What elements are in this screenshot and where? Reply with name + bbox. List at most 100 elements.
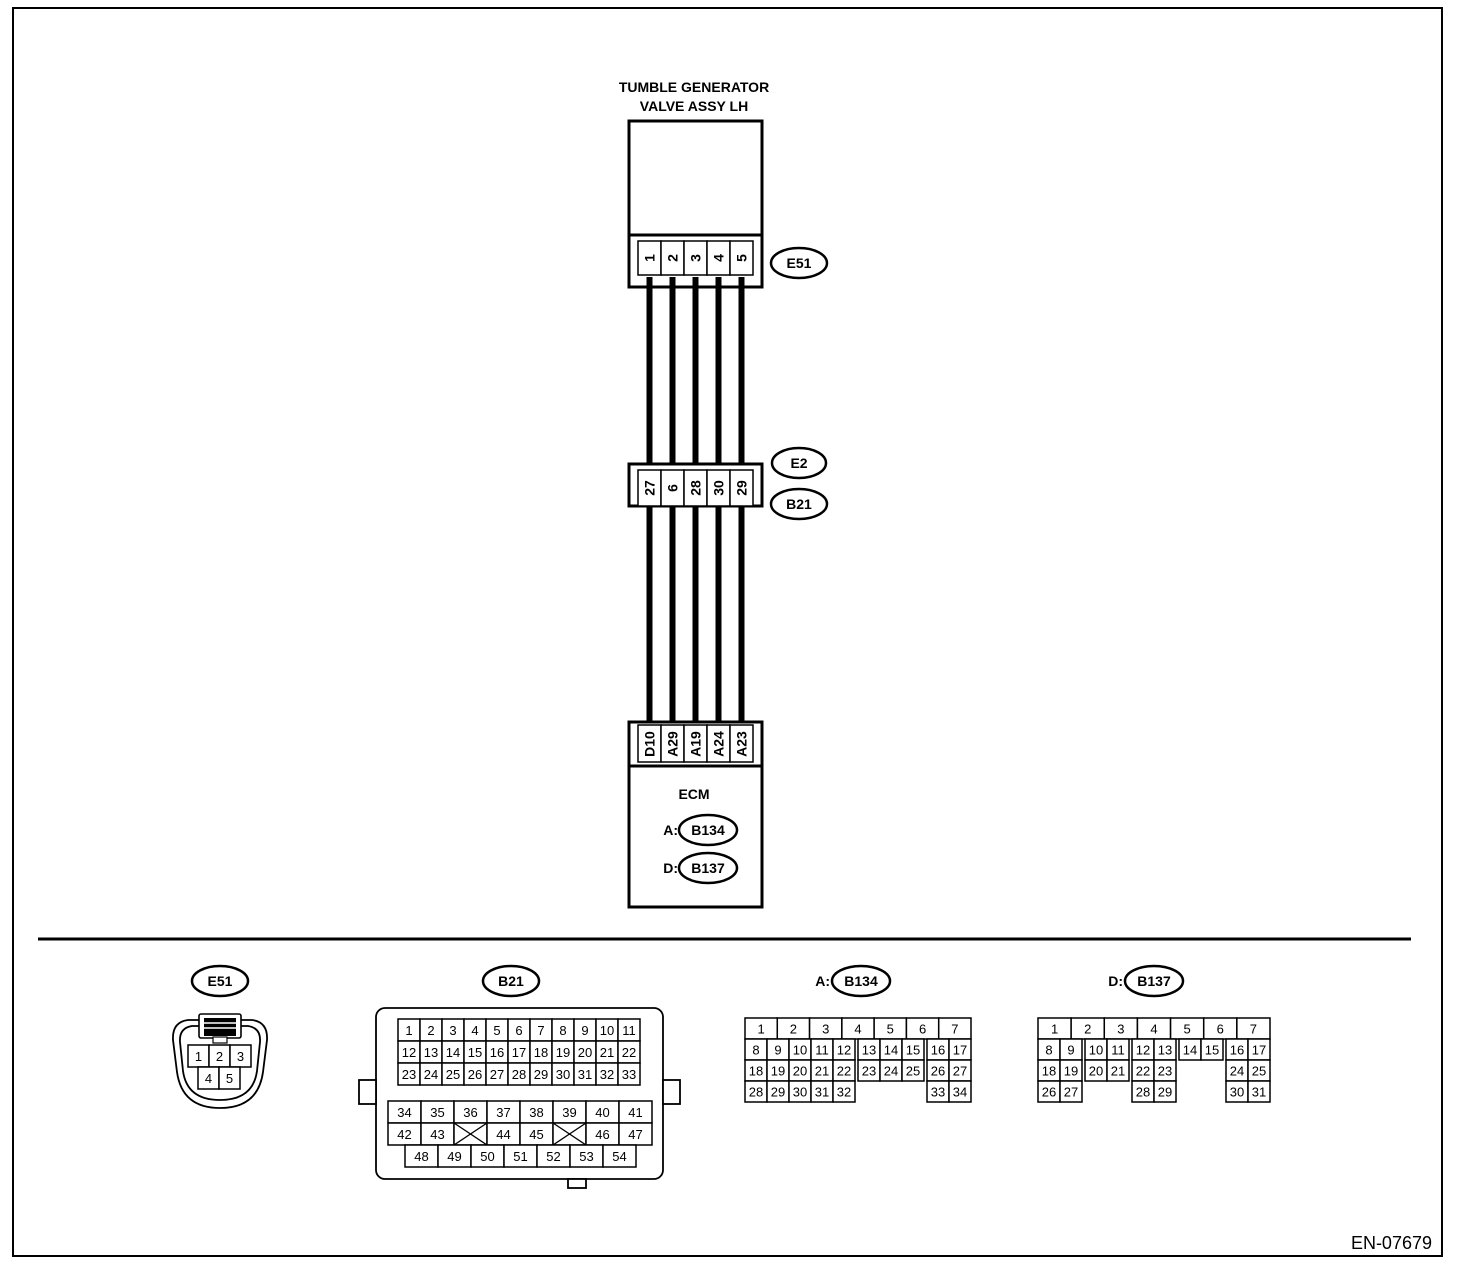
b21-view-pin: 29 <box>534 1067 548 1082</box>
b134-view-pin: 26 <box>931 1064 945 1079</box>
b21-view-pin: 24 <box>424 1067 438 1082</box>
b21-view-cell <box>602 1144 637 1168</box>
page-frame <box>12 7 1443 1257</box>
b137-view-pin: 30 <box>1230 1085 1244 1100</box>
b21-view-pin: 35 <box>430 1105 444 1120</box>
b134-view-pin: 2 <box>790 1022 797 1037</box>
b21-view-pin: 23 <box>402 1067 416 1082</box>
b134-view-pin: 28 <box>749 1085 763 1100</box>
b21-view-key <box>567 1178 587 1189</box>
b21-view-pin: 42 <box>397 1127 411 1142</box>
b134-view-pin: 10 <box>793 1043 807 1058</box>
e2-connector-badge <box>770 446 828 480</box>
e51-pin-label: 3 <box>688 254 704 262</box>
b21-view-pin: 54 <box>612 1149 626 1164</box>
b21-view-pin: 44 <box>496 1127 510 1142</box>
b134-view-label: B134 <box>844 973 878 989</box>
wires-upper <box>646 277 745 467</box>
b134-view-pin: 13 <box>862 1043 876 1058</box>
b21-view-pin: 20 <box>578 1045 592 1060</box>
b21-view-pin: 6 <box>515 1023 522 1038</box>
b134-view-pin: 24 <box>884 1064 898 1079</box>
b21-view-label: B21 <box>498 973 524 989</box>
b21-connector-badge <box>769 487 829 521</box>
b137-view-pin: 25 <box>1252 1064 1266 1079</box>
b134-view-pin: 6 <box>919 1022 926 1037</box>
b137-view-pin: 24 <box>1230 1064 1244 1079</box>
b21-view-pin: 47 <box>628 1127 642 1142</box>
b21-view-pin: 12 <box>402 1045 416 1060</box>
b134-view-pin: 4 <box>854 1022 861 1037</box>
b21-view-pin: 4 <box>471 1023 478 1038</box>
b21-view-ear-right <box>662 1079 681 1105</box>
b21-view-pin: 33 <box>622 1067 636 1082</box>
e51-pin-label: 5 <box>734 254 750 262</box>
b137-view-pin: 15 <box>1205 1043 1219 1058</box>
b21-view-pin: 37 <box>496 1105 510 1120</box>
b134-view-pin: 25 <box>906 1064 920 1079</box>
b21-view-pin: 21 <box>600 1045 614 1060</box>
b137-view-cell <box>1153 1080 1177 1103</box>
b21-view-pin: 28 <box>512 1067 526 1082</box>
b137-view-pin: 8 <box>1045 1043 1052 1058</box>
b21-view-pin: 53 <box>579 1149 593 1164</box>
b134-view-pin: 12 <box>837 1043 851 1058</box>
figure-code: EN-07679 <box>1351 1233 1432 1253</box>
b137-view-pin: 10 <box>1089 1043 1103 1058</box>
b21-view-pin: 49 <box>447 1149 461 1164</box>
b137-view-pin: 28 <box>1136 1085 1150 1100</box>
b134-view-pin: 32 <box>837 1085 851 1100</box>
b21-pin-label: 27 <box>642 480 658 496</box>
b134-view-pin: 1 <box>758 1022 765 1037</box>
b137-view-pin: 13 <box>1158 1043 1172 1058</box>
b134-view-pin: 18 <box>749 1064 763 1079</box>
b137-view-cell <box>1200 1038 1224 1061</box>
ecm-connector-a-prefix: A: <box>663 822 678 838</box>
b137-view-pin: 5 <box>1184 1022 1191 1037</box>
b134-view-pin: 20 <box>793 1064 807 1079</box>
b137-view-pin: 23 <box>1158 1064 1172 1079</box>
b21-pin-label: 28 <box>688 480 704 496</box>
b21-view-pin: 2 <box>427 1023 434 1038</box>
ecm-pin-cell <box>729 724 754 763</box>
e51-view-pin: 4 <box>205 1071 212 1086</box>
e51-view-latch-slot <box>204 1018 236 1036</box>
b134-view-pin: 11 <box>815 1043 829 1058</box>
b134-view-pin: 31 <box>815 1085 829 1100</box>
wires-lower <box>646 506 745 727</box>
b137-view-pin: 20 <box>1089 1064 1103 1079</box>
b137-view-pin: 29 <box>1158 1085 1172 1100</box>
b137-view-pin: 1 <box>1051 1022 1058 1037</box>
b137-view-pin: 16 <box>1230 1043 1244 1058</box>
b134-view-pin: 34 <box>953 1085 967 1100</box>
b134-view-prefix: A: <box>815 973 830 989</box>
ecm-pin-label: A24 <box>711 731 727 757</box>
e51-view-pin: 1 <box>195 1049 202 1064</box>
e51-view-cell <box>218 1066 241 1090</box>
b137-view-cell <box>1059 1080 1083 1103</box>
b21-view-pin: 14 <box>446 1045 460 1060</box>
b137-view-pin: 19 <box>1064 1064 1078 1079</box>
b137-view-pin: 27 <box>1064 1085 1078 1100</box>
ecm-pin-label: A29 <box>665 731 681 757</box>
ecm-pin-label: A19 <box>688 731 704 757</box>
b134-view-pin: 9 <box>774 1043 781 1058</box>
component-title-line1: TUMBLE GENERATOR <box>619 79 769 95</box>
e51-view-pin: 3 <box>237 1049 244 1064</box>
component-title-line2: VALVE ASSY LH <box>640 98 748 114</box>
e51-pin-label: 1 <box>642 254 658 262</box>
b21-view-pin: 38 <box>529 1105 543 1120</box>
b21-view-pin: 11 <box>622 1023 636 1038</box>
ecm-pin-cells <box>637 724 754 763</box>
b137-view-pin: 31 <box>1252 1085 1266 1100</box>
b134-view-pin: 8 <box>752 1043 759 1058</box>
b134-view-pin: 17 <box>953 1043 967 1058</box>
ecm-connector-a-label: B134 <box>691 822 725 838</box>
b21-view-pin: 10 <box>600 1023 614 1038</box>
e51-pin-cells <box>637 240 754 276</box>
b137-view-pin: 3 <box>1117 1022 1124 1037</box>
b134-view-pin: 7 <box>951 1022 958 1037</box>
e51-pin-label: 4 <box>711 254 727 262</box>
